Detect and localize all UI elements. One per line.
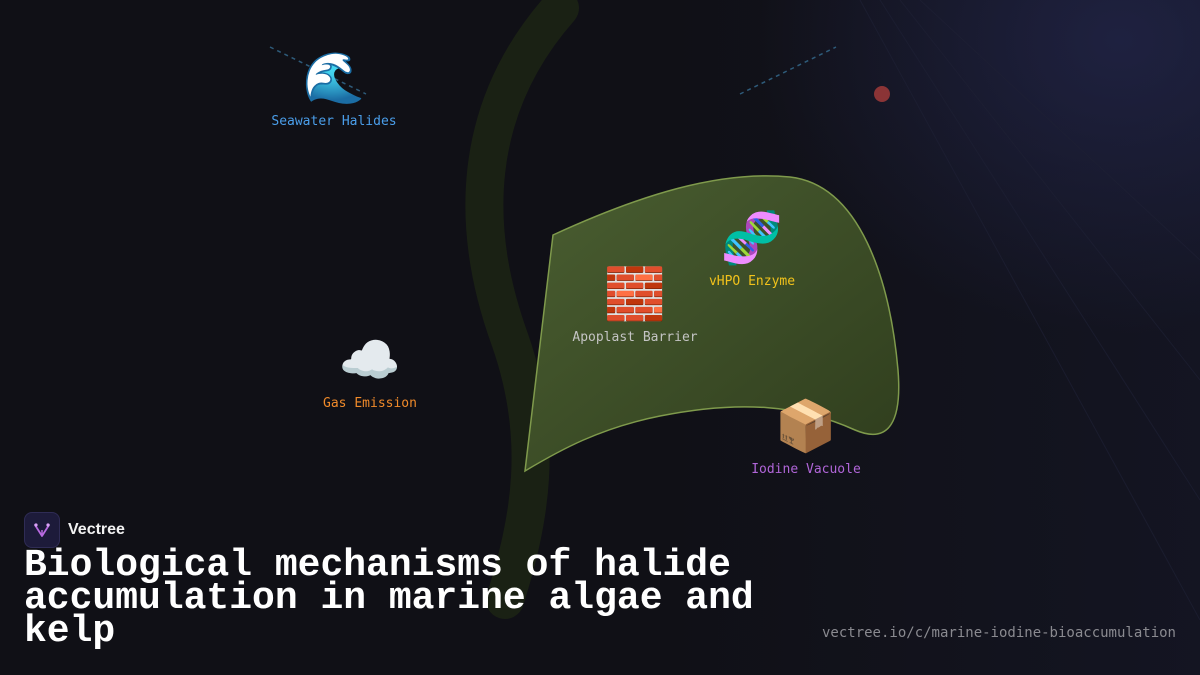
kelp-blade bbox=[524, 175, 900, 473]
connector-blade bbox=[739, 46, 837, 95]
node-seawater-halides: 🌊 Seawater Halides bbox=[234, 50, 434, 129]
node-label: Gas Emission bbox=[323, 396, 417, 411]
source-url[interactable]: vectree.io/c/marine-iodine-bioaccumulati… bbox=[821, 625, 1176, 641]
node-gas-emission: ☁️ Gas Emission bbox=[270, 332, 470, 411]
cloud-icon: ☁️ bbox=[338, 331, 402, 389]
kelp-stem bbox=[465, 0, 579, 619]
page-title: Biological mechanisms of halide accumula… bbox=[24, 544, 754, 653]
node-label: vHPO Enzyme bbox=[708, 274, 796, 289]
wave-icon: 🌊 bbox=[302, 49, 366, 107]
background-rays bbox=[859, 0, 1200, 621]
brick-icon: 🧱 bbox=[603, 265, 667, 323]
brand-name: Vectree bbox=[68, 521, 125, 538]
node-label: Apoplast Barrier bbox=[572, 330, 698, 345]
node-apoplast-barrier: 🧱 Apoplast Barrier bbox=[535, 266, 735, 345]
connector-seawater bbox=[269, 46, 367, 95]
node-label: Seawater Halides bbox=[271, 114, 397, 129]
package-icon: 📦 bbox=[774, 397, 838, 455]
node-vhpo-enzyme: 🧬 vHPO Enzyme bbox=[652, 210, 852, 289]
brand: Vectree bbox=[24, 512, 125, 548]
accent-dot bbox=[874, 86, 890, 102]
vectree-logo-icon bbox=[24, 512, 60, 548]
node-iodine-vacuole: 📦 Iodine Vacuole bbox=[706, 398, 906, 477]
dna-icon: 🧬 bbox=[720, 209, 784, 267]
node-label: Iodine Vacuole bbox=[751, 462, 861, 477]
